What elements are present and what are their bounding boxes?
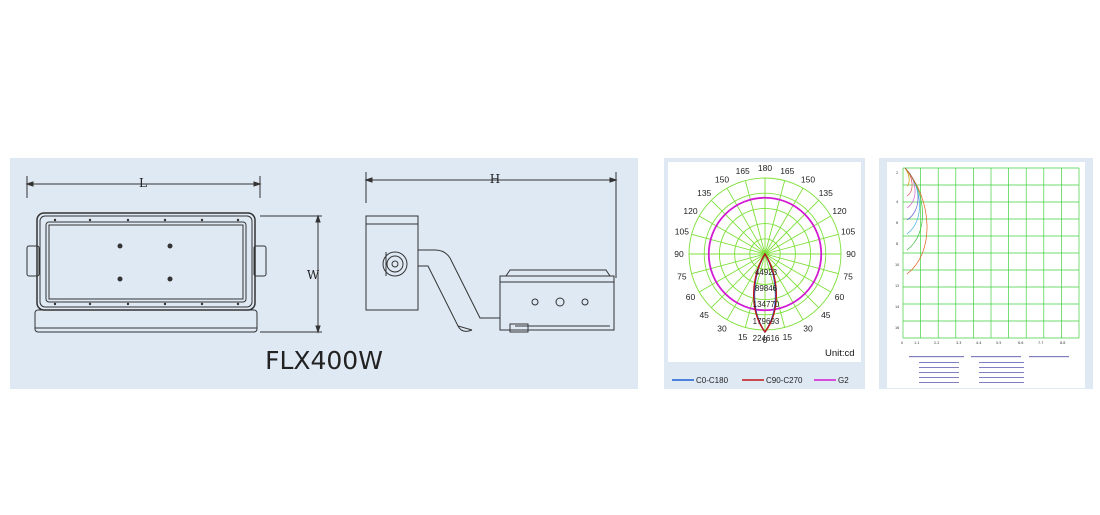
svg-text:2.2: 2.2 <box>934 341 939 345</box>
polar-spoke <box>764 233 839 255</box>
legend-label-c0: C0-C180 <box>696 376 729 385</box>
angle-label: 45 <box>699 310 709 320</box>
angle-label: 165 <box>780 166 794 176</box>
polar-spoke <box>764 199 820 255</box>
angle-label: 135 <box>697 188 711 198</box>
polar-spoke <box>764 187 804 255</box>
svg-text:5.5: 5.5 <box>996 341 1001 345</box>
isolux-chart: 2 4 6 8 10 12 14 16 0 1.1 2.2 3.3 4.4 5.5 6.6 7.… <box>887 162 1085 388</box>
isolux-legend <box>909 356 1069 383</box>
polar-spoke <box>710 199 766 255</box>
angle-label: 60 <box>835 292 845 302</box>
dimension-drawing-panel: L W <box>10 158 638 389</box>
isolux-curve <box>904 167 928 275</box>
side-view <box>364 172 618 333</box>
model-name: FLX400W <box>265 346 383 375</box>
angle-label: 90 <box>674 249 684 259</box>
front-view-bolts <box>53 218 240 306</box>
svg-text:8: 8 <box>896 242 898 246</box>
polar-spoke <box>764 215 832 255</box>
isolux-curves <box>904 167 928 275</box>
svg-text:3.3: 3.3 <box>956 341 961 345</box>
polar-spoke <box>764 253 832 293</box>
value-label-3: 134770 <box>753 300 780 309</box>
svg-text:4: 4 <box>896 200 898 204</box>
svg-text:0: 0 <box>901 341 903 345</box>
value-label-1: 44923 <box>755 268 778 277</box>
dimension-length-label: L <box>139 176 147 190</box>
polar-spoke <box>764 253 839 275</box>
dimension-height-label: H <box>490 172 500 186</box>
polar-spoke <box>698 215 766 255</box>
unit-label: Unit:cd <box>825 348 855 359</box>
polar-legend: C0-C180 C90-C270 G2 <box>672 376 849 385</box>
angle-label: 75 <box>843 271 853 281</box>
angle-label: 45 <box>821 310 831 320</box>
angle-label: 30 <box>803 324 813 334</box>
isolux-tick-labels: 2 4 6 8 10 12 14 16 0 1.1 2.2 3.3 4.4 5.5 6.6 7.… <box>895 171 1065 345</box>
svg-text:16: 16 <box>895 326 899 330</box>
polar-spoke <box>744 180 766 255</box>
isolux-grid <box>902 167 1080 339</box>
svg-text:14: 14 <box>895 305 899 309</box>
svg-text:6.6: 6.6 <box>1018 341 1023 345</box>
angle-label: 0 <box>763 335 768 345</box>
isolux-background <box>887 162 1085 388</box>
angle-label: 15 <box>783 332 793 342</box>
polar-spoke <box>726 187 766 255</box>
polar-spoke <box>698 253 766 293</box>
svg-text:6: 6 <box>896 221 898 225</box>
angle-label: 180 <box>758 163 772 173</box>
polar-diagram <box>668 162 861 362</box>
angle-label: 150 <box>715 175 729 185</box>
svg-text:1.1: 1.1 <box>914 341 919 345</box>
polar-spoke <box>764 180 786 255</box>
svg-text:2: 2 <box>896 171 898 175</box>
value-label-5: 224616 <box>753 334 780 343</box>
isolux-chart-panel: 2 4 6 8 10 12 14 16 0 1.1 2.2 3.3 4.4 5.5 6.6 7.… <box>879 158 1093 389</box>
g2-curve <box>707 196 823 312</box>
angle-label: 120 <box>832 206 846 216</box>
angle-label: 15 <box>738 332 748 342</box>
svg-text:4.4: 4.4 <box>976 341 981 345</box>
angle-label: 75 <box>677 271 687 281</box>
dimension-width-label: W <box>307 268 320 282</box>
legend-label-g2: G2 <box>838 376 849 385</box>
front-view <box>25 176 322 334</box>
polar-spoke <box>710 253 766 309</box>
angle-label: 150 <box>801 175 815 185</box>
svg-text:10: 10 <box>895 263 899 267</box>
angle-label: 120 <box>683 206 697 216</box>
angle-label: 30 <box>717 324 727 334</box>
value-label-4: 179693 <box>753 317 780 326</box>
c90-c270-curve <box>753 252 777 334</box>
angle-label: 90 <box>846 249 856 259</box>
angle-label: 135 <box>819 188 833 198</box>
svg-text:12: 12 <box>895 284 899 288</box>
value-label-2: 89846 <box>755 284 778 293</box>
legend-label-c90: C90-C270 <box>766 376 803 385</box>
svg-text:7.7: 7.7 <box>1038 341 1043 345</box>
angle-label: 60 <box>686 292 696 302</box>
angle-label: 165 <box>736 166 750 176</box>
svg-text:8.8: 8.8 <box>1060 341 1065 345</box>
dimension-drawing: L W <box>25 172 618 334</box>
polar-background <box>668 162 861 362</box>
polar-spoke <box>691 233 766 255</box>
polar-spoke <box>691 253 766 275</box>
angle-label: 105 <box>675 227 689 237</box>
value-labels: 44923 89846 134770 179693 224616 <box>753 268 780 343</box>
angle-label: 105 <box>841 227 855 237</box>
polar-spoke <box>764 253 820 309</box>
